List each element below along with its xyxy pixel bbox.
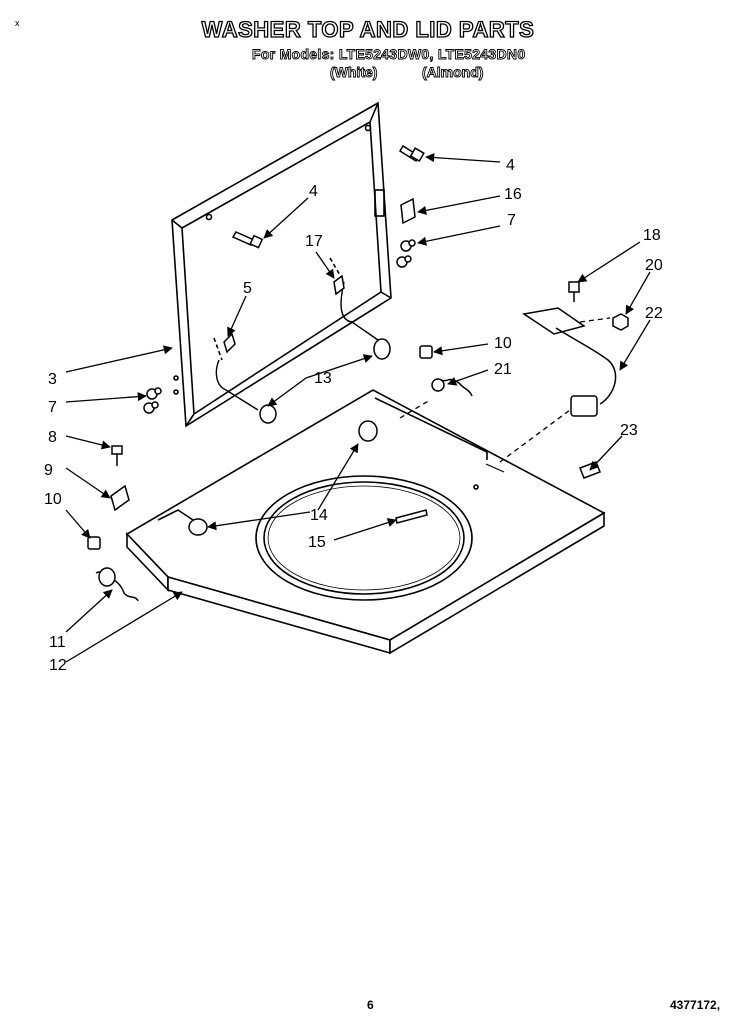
document-number: 4377172, (670, 998, 721, 1012)
lid-hardware (143, 144, 425, 424)
callout-4-left: 4 (309, 183, 318, 200)
callout-10-left: 10 (44, 491, 62, 508)
callout-5: 5 (243, 280, 252, 297)
callout-12: 12 (49, 657, 67, 674)
callout-14: 14 (310, 507, 328, 524)
callout-20: 20 (645, 257, 663, 274)
callout-8: 8 (48, 429, 57, 446)
models-line: For Models: LTE5243DW0, LTE5243DN0 (252, 46, 526, 63)
page-title: WASHER TOP AND LID PARTS (201, 16, 535, 42)
callout-17: 17 (305, 233, 323, 250)
washer-top-drawing (125, 389, 606, 655)
page-number: 6 (367, 998, 374, 1012)
lid-frame-drawing (171, 101, 392, 428)
corner-mark: x (15, 18, 20, 28)
callout-21: 21 (494, 361, 512, 378)
callout-11: 11 (49, 634, 66, 651)
color-white-label: (White) (330, 64, 378, 81)
callout-23: 23 (620, 422, 638, 439)
callout-10-right: 10 (494, 335, 512, 352)
callout-4-top: 4 (506, 157, 515, 174)
callout-22: 22 (645, 305, 663, 322)
callout-7-left: 7 (48, 399, 57, 416)
callout-18: 18 (643, 227, 661, 244)
callout-7-right: 7 (507, 212, 516, 229)
callout-leaders (65, 153, 651, 663)
callout-13: 13 (314, 370, 332, 387)
washer-top-hardware (87, 281, 629, 602)
color-almond-label: (Almond) (422, 64, 484, 81)
callout-15: 15 (308, 534, 326, 551)
callout-3: 3 (48, 371, 57, 388)
callout-16: 16 (504, 186, 522, 203)
callout-9: 9 (44, 462, 53, 479)
